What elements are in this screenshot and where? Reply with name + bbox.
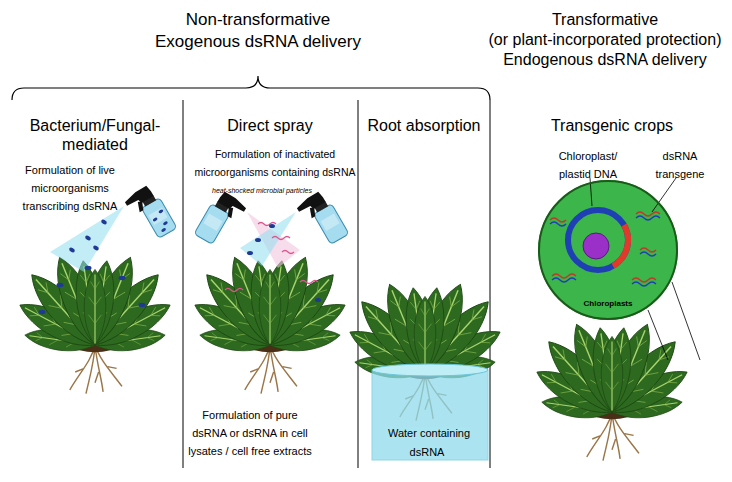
spray-mist bbox=[50, 206, 124, 272]
group-heading: Endogenous dsRNA delivery bbox=[503, 51, 707, 68]
plastid-dna-ring bbox=[568, 210, 628, 270]
label-box: Endogenous dsRNA delivery bbox=[485, 50, 725, 69]
plant bbox=[189, 252, 351, 393]
annotation-label: Formulation of live microorganisms trans… bbox=[23, 164, 118, 212]
label-box: Chloroplast/ plastid DNA bbox=[548, 146, 628, 182]
label-box: (or plant-incorporated protection) bbox=[485, 30, 725, 49]
water-surface bbox=[372, 364, 488, 376]
leader-line bbox=[652, 178, 676, 212]
label-box: Formulation of pure dsRNA or dsRNA in ce… bbox=[188, 405, 313, 459]
column-divider bbox=[358, 100, 359, 468]
annotation-label: Formulation of pure dsRNA or dsRNA in ce… bbox=[188, 409, 312, 457]
label-box: Root absorption bbox=[360, 116, 488, 135]
group-brace bbox=[12, 76, 490, 100]
label-box: Non-transformative bbox=[138, 10, 378, 30]
node-label: Chloroplasts bbox=[584, 299, 633, 308]
chloroplast-circle: Chloroplasts bbox=[538, 180, 678, 320]
column-heading: Root absorption bbox=[368, 117, 481, 134]
annotation-label: dsRNA transgene bbox=[656, 150, 705, 180]
annotation-label: Chloroplast/ plastid DNA bbox=[559, 150, 618, 180]
zoom-line bbox=[672, 282, 700, 360]
label-box: dsRNA transgene bbox=[650, 146, 710, 182]
spray-bottle bbox=[194, 189, 248, 250]
microbes bbox=[247, 224, 321, 302]
zoom-line bbox=[648, 310, 668, 360]
column-heading: Transgenic crops bbox=[551, 117, 673, 134]
spray-bottle bbox=[123, 183, 177, 244]
annotation-label: Water containing dsRNA bbox=[386, 427, 470, 458]
label-box: Formulation of live microorganisms trans… bbox=[20, 160, 120, 214]
dsrna-squiggles bbox=[225, 223, 318, 292]
label-box: Transgenic crops bbox=[512, 116, 712, 135]
plastid-core bbox=[583, 233, 609, 259]
microbes bbox=[39, 219, 146, 314]
water-container bbox=[372, 370, 488, 460]
plant bbox=[14, 252, 176, 393]
microbes bbox=[150, 209, 172, 234]
chloroplast-fill bbox=[538, 180, 678, 320]
group-heading: Non-transformative bbox=[186, 10, 331, 29]
circle-outline bbox=[539, 181, 677, 319]
note-label: heat-shocked microbial particles bbox=[212, 187, 312, 194]
column-heading: Bacterium/Fungal-mediated bbox=[30, 117, 161, 153]
group-heading: Exogenous dsRNA delivery bbox=[155, 32, 361, 51]
group-heading: (or plant-incorporated protection) bbox=[488, 31, 721, 48]
column-heading: Direct spray bbox=[227, 117, 312, 134]
dsrna-squiggles bbox=[550, 212, 660, 286]
label-box: Formulation of inactivated microorganism… bbox=[194, 144, 356, 180]
column-divider bbox=[490, 100, 491, 468]
spray-mist bbox=[240, 212, 296, 266]
group-heading: Transformative bbox=[552, 11, 658, 28]
transgene-arc bbox=[613, 225, 628, 266]
label-box: Bacterium/Fungal-mediated bbox=[20, 116, 170, 154]
plant bbox=[531, 319, 693, 460]
label-box: Water containing dsRNA bbox=[382, 422, 474, 460]
label-box: heat-shocked microbial particles bbox=[202, 179, 322, 197]
annotation-label: Formulation of inactivated microorganism… bbox=[194, 148, 355, 178]
spray-bottle bbox=[295, 189, 349, 250]
label-box: Direct spray bbox=[190, 116, 350, 135]
column-divider bbox=[183, 100, 184, 468]
label-box: Exogenous dsRNA delivery bbox=[138, 32, 378, 52]
label-box: Transformative bbox=[485, 10, 725, 29]
